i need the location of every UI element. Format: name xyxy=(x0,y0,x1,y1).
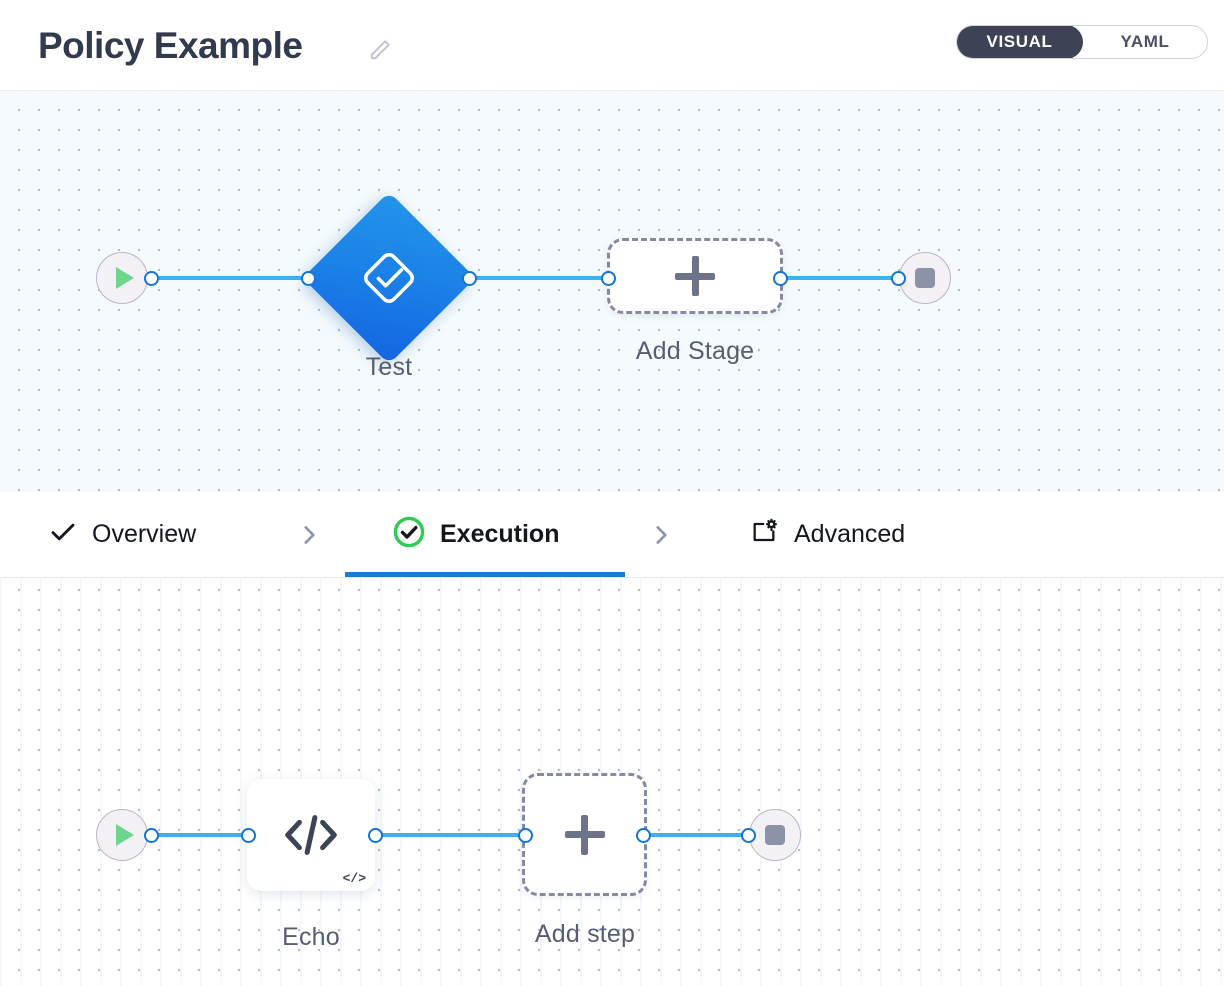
window-gear-icon xyxy=(748,516,780,553)
tab-overview[interactable]: Overview xyxy=(44,492,200,577)
end-node[interactable] xyxy=(899,252,951,304)
tab-separator-2 xyxy=(648,492,674,577)
edit-pencil-icon[interactable] xyxy=(366,36,394,64)
page-header: Policy Example VISUAL YAML xyxy=(0,0,1224,91)
stop-icon xyxy=(765,825,785,845)
port-step-end-in[interactable] xyxy=(741,828,756,843)
check-icon xyxy=(48,517,78,552)
mode-toggle[interactable]: VISUAL YAML xyxy=(956,25,1208,59)
add-step-button[interactable] xyxy=(522,773,647,896)
step-node-echo[interactable]: </> xyxy=(247,779,375,891)
tab-advanced[interactable]: Advanced xyxy=(744,492,909,577)
mode-toggle-visual[interactable]: VISUAL xyxy=(957,26,1083,58)
tab-separator-1 xyxy=(296,492,322,577)
edge-addstep-to-end xyxy=(640,833,755,837)
step-canvas[interactable]: </> Echo Add step xyxy=(0,578,1224,986)
step-type-badge: </> xyxy=(342,871,366,886)
code-icon xyxy=(285,815,337,855)
tab-overview-label: Overview xyxy=(92,520,197,548)
page-title: Policy Example xyxy=(38,25,303,66)
mode-toggle-yaml[interactable]: YAML xyxy=(1120,32,1170,51)
tab-execution[interactable]: Execution xyxy=(388,492,563,577)
edge-test-to-addstage xyxy=(466,276,614,280)
play-icon xyxy=(115,824,134,846)
port-end-in[interactable] xyxy=(891,271,906,286)
stop-icon xyxy=(915,268,935,288)
port-test-out[interactable] xyxy=(462,271,477,286)
port-echo-out[interactable] xyxy=(368,828,383,843)
plus-icon xyxy=(675,256,715,296)
port-addstep-out[interactable] xyxy=(636,828,651,843)
tab-advanced-label: Advanced xyxy=(794,520,906,548)
step-start-node[interactable] xyxy=(96,809,148,861)
active-tab-underline xyxy=(345,572,625,577)
port-start-out[interactable] xyxy=(144,271,159,286)
play-icon xyxy=(115,267,134,289)
tab-execution-label: Execution xyxy=(440,520,560,548)
step-label-echo: Echo xyxy=(282,923,340,951)
port-echo-in[interactable] xyxy=(241,828,256,843)
step-flow: </> Echo Add step xyxy=(0,578,1224,986)
edge-start-to-echo xyxy=(150,833,255,837)
add-stage-button[interactable] xyxy=(607,238,783,314)
check-circle-green-icon xyxy=(392,515,426,554)
stage-node-test[interactable] xyxy=(302,191,476,365)
add-stage-label: Add Stage xyxy=(635,337,755,365)
section-tabs: Overview Execution Advanced xyxy=(0,492,1224,578)
port-addstage-in[interactable] xyxy=(601,271,616,286)
add-step-label: Add step xyxy=(534,920,636,948)
edge-addstage-to-end xyxy=(778,276,903,280)
port-step-start-out[interactable] xyxy=(144,828,159,843)
stage-canvas[interactable]: Test Add Stage xyxy=(0,91,1224,492)
port-addstage-out[interactable] xyxy=(773,271,788,286)
step-end-node[interactable] xyxy=(749,809,801,861)
port-addstep-in[interactable] xyxy=(518,828,533,843)
plus-icon xyxy=(564,814,605,855)
edge-start-to-test xyxy=(150,276,315,280)
stage-flow: Test Add Stage xyxy=(0,91,1224,492)
port-test-in[interactable] xyxy=(301,271,316,286)
stage-label-test: Test xyxy=(365,353,413,381)
edge-echo-to-addstep xyxy=(372,833,532,837)
start-node[interactable] xyxy=(96,252,148,304)
